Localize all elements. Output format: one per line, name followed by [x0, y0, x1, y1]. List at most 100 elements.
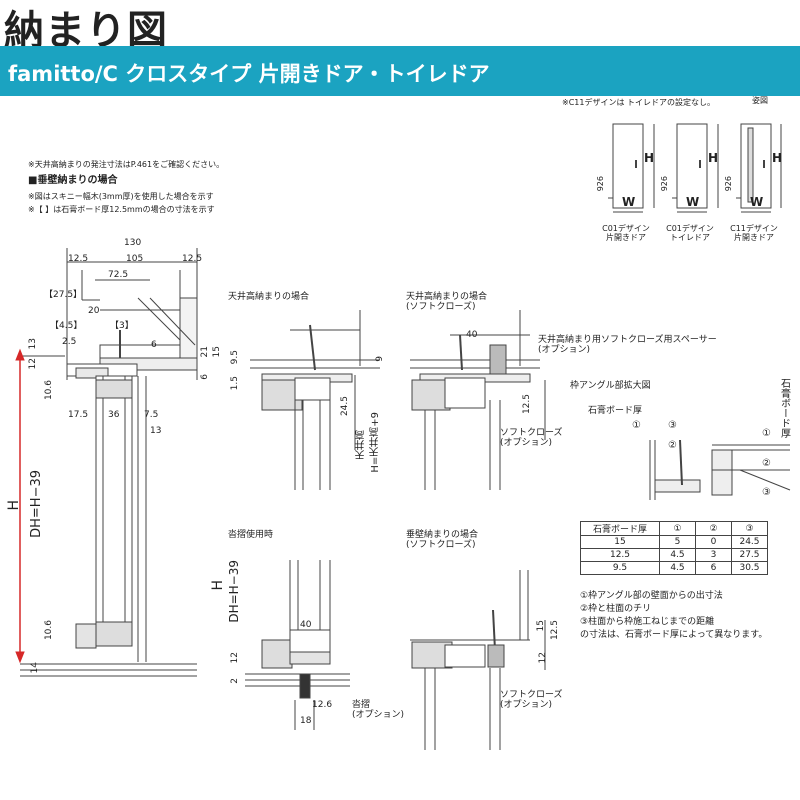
- dim-3: 【3】: [110, 321, 134, 331]
- design1-w-label: W: [622, 195, 636, 209]
- threshold-section-drawing: [245, 560, 350, 730]
- ceiling-spacer-line2: (オプション): [538, 345, 591, 356]
- design-c11-door-thumbnail: [740, 123, 772, 209]
- dim-6: 6: [151, 340, 157, 350]
- threshold-dim-12: 12: [230, 652, 240, 664]
- threshold-dim-12-6: 12.6: [312, 700, 333, 710]
- table-row: 12.5 4.5 3 27.5: [580, 548, 768, 562]
- frame-angle-detail-drawing: [649, 439, 791, 500]
- threshold-dh: DH=H−39: [227, 560, 241, 623]
- table-cell: 5: [659, 535, 696, 549]
- design1-h-label: H: [644, 151, 655, 165]
- ceiling-label-2: H=天井高+9: [370, 412, 381, 473]
- frame-board-vertical: 石膏ボード厚: [778, 378, 790, 438]
- dim-7-5: 7.5: [144, 410, 159, 420]
- ceiling-softclose-drawing: [410, 310, 546, 490]
- dim-130: 130: [124, 238, 142, 248]
- threshold-title: 沓摺使用時: [228, 530, 274, 540]
- dim-2-5: 2.5: [62, 337, 77, 347]
- dim-20: 20: [88, 306, 100, 316]
- table-cell: 30.5: [731, 561, 768, 575]
- dim-dh: DH=H−39: [29, 470, 44, 538]
- threshold-dim-18: 18: [300, 716, 312, 726]
- dim-6b: 6: [200, 374, 210, 380]
- table-row: 9.5 4.5 6 30.5: [580, 561, 768, 575]
- frame-marker-2b: ②: [762, 458, 771, 469]
- design1-height: 926: [596, 176, 605, 192]
- dim-15: 15: [212, 346, 222, 358]
- c11-note: ※C11デザインは トイレドアの設定なし。: [562, 98, 716, 107]
- table-cell: 4.5: [659, 561, 696, 575]
- ceiling-softclose-line1: ソフトクローズ: [500, 428, 563, 438]
- dim-10-6a: 10.6: [44, 380, 54, 401]
- table-cell: 0: [695, 535, 732, 549]
- hanging-softclose-line1: ソフトクローズ: [500, 690, 563, 700]
- ceiling-spacer-label: 天井高納まり用ソフトクローズ用スペーサー(オプション): [538, 335, 717, 356]
- hanging-sc-dim-12-5: 12.5: [550, 620, 560, 641]
- design2-h-label: H: [708, 151, 719, 165]
- legend-4: の寸法は、石膏ボード厚によって異なります。: [580, 630, 768, 640]
- table-header-row: 石膏ボード厚 ① ② ③: [580, 521, 768, 536]
- table-cell: 9.5: [580, 561, 660, 575]
- dim-4-5: 【4.5】: [50, 321, 83, 331]
- design1-name: C01デザイン片開きドア: [598, 224, 654, 242]
- ceiling-dim-9: 9: [375, 356, 385, 362]
- table-cell: 12.5: [580, 548, 660, 562]
- section-title: ■垂壁納まりの場合: [28, 175, 118, 186]
- hanging-sc-title: 垂壁納まりの場合(ソフトクローズ): [406, 530, 478, 551]
- table-cell: 4.5: [659, 548, 696, 562]
- ceiling-softclose-line2: (オプション): [500, 438, 553, 449]
- frame-marker-3a: ③: [668, 420, 677, 431]
- ceiling-softclose-label: ソフトクローズ(オプション): [500, 428, 563, 449]
- hanging-sc-title-line1: 垂壁納まりの場合: [406, 530, 479, 540]
- table-header: 石膏ボード厚: [580, 521, 660, 536]
- table-header: ③: [731, 521, 768, 536]
- dim-12: 12: [28, 358, 38, 370]
- ceiling-sc-title: 天井高納まりの場合(ソフトクローズ): [406, 292, 487, 313]
- table-row: 15 5 0 24.5: [580, 535, 768, 549]
- design3-h-label: H: [772, 151, 783, 165]
- banner-text: famitto/C クロスタイプ 片開きドア・トイレドア: [8, 62, 490, 86]
- design3-name: C11デザイン片開きドア: [726, 224, 782, 242]
- dim-105: 105: [126, 254, 144, 264]
- dim-12-5a: 12.5: [68, 254, 89, 264]
- dim-21: 21: [200, 346, 210, 358]
- dim-36: 36: [108, 410, 120, 420]
- ceiling-spacer-line1: 天井高納まり用ソフトクローズ用スペーサー: [538, 335, 717, 345]
- hanging-sc-dim-15: 15: [536, 620, 546, 632]
- hanging-softclose-label: ソフトクローズ(オプション): [500, 690, 563, 711]
- ceiling-dim-9-5: 9.5: [230, 350, 240, 365]
- design2-name: C01デザイントイレドア: [662, 224, 718, 242]
- title-banner: famitto/C クロスタイプ 片開きドア・トイレドア: [0, 46, 800, 96]
- dim-h: H: [6, 500, 22, 511]
- dim-12-5b: 12.5: [182, 254, 203, 264]
- design3-height: 926: [724, 176, 733, 192]
- board-thickness-table: 石膏ボード厚 ① ② ③ 15 5 0 24.5 12.5 4.5 3 27.5…: [580, 521, 768, 575]
- ceiling-title: 天井高納まりの場合: [228, 292, 310, 302]
- figure-label: 姿図: [752, 96, 768, 105]
- ceiling-order-note: ※天井高納まりの発注寸法はP.461をご確認ください。: [28, 160, 225, 169]
- main-section-drawing: [20, 248, 198, 677]
- design3-name-line1: C11デザイン: [730, 224, 778, 233]
- ceiling-dim-1-5: 1.5: [230, 376, 240, 391]
- legend-1: ①枠アングル部の壁面からの出寸法: [580, 591, 723, 601]
- table-header: ②: [695, 521, 732, 536]
- design2-name-line1: C01デザイン: [666, 224, 714, 233]
- ceiling-label-1: 天井高: [356, 430, 367, 460]
- threshold-dim-40: 40: [300, 620, 312, 630]
- hanging-softclose-line2: (オプション): [500, 700, 553, 711]
- hanging-sc-title-line2: (ソフトクローズ): [406, 540, 476, 551]
- legend-2: ②枠と柱面のチリ: [580, 604, 652, 614]
- dim-10-6b: 10.6: [44, 620, 54, 641]
- table-cell: 15: [580, 535, 660, 549]
- legend-3: ③柱面から枠施工ねじまでの距離: [580, 617, 715, 627]
- design2-name-line2: トイレドア: [670, 233, 710, 243]
- threshold-h: H: [210, 580, 226, 591]
- dim-13a: 13: [28, 338, 38, 350]
- bracket-note: ※【 】は石膏ボード厚12.5mmの場合の寸法を示す: [28, 205, 215, 214]
- table-cell: 3: [695, 548, 732, 562]
- dim-27-5: 【27.5】: [44, 290, 83, 300]
- table-header: ①: [659, 521, 696, 536]
- frame-marker-2: ②: [668, 440, 677, 451]
